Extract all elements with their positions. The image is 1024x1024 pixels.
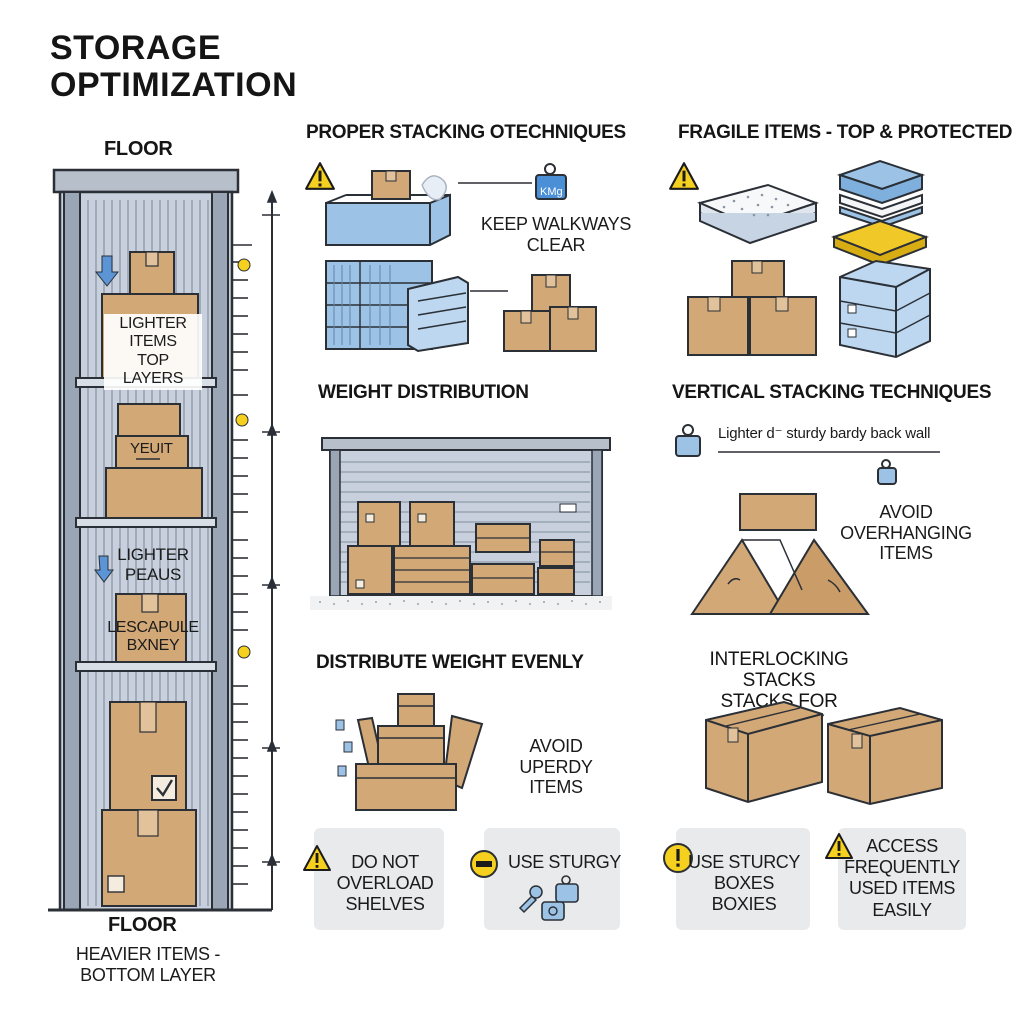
interlocking-boxes-illustration xyxy=(705,700,943,806)
storage-rack xyxy=(48,168,280,912)
section-title-proper-stacking: PROPER STACKING OTECHNIQUES xyxy=(306,122,626,143)
rack-top-label: FLOOR xyxy=(104,138,173,160)
section-title-vertical-stacking: VERTICAL STACKING TECHNIQUES xyxy=(672,382,992,403)
rack-box-label-mid: YEUIT xyxy=(130,440,173,457)
rack-bottom-label: FLOOR xyxy=(108,914,177,936)
proper-stacking-illustration xyxy=(305,162,597,353)
section-title-fragile: FRAGILE ITEMS - TOP & PROTECTED xyxy=(678,122,1013,143)
weight-tag-label: KMg xyxy=(540,186,563,198)
tip-text-overload: DO NOT OVERLOAD SHELVES xyxy=(336,852,434,915)
page-title: STORAGE OPTIMIZATION xyxy=(50,30,297,103)
vertical-stacking-illustration xyxy=(675,424,940,615)
storage-unit-illustration xyxy=(310,437,612,610)
sturdy-tools-illustration xyxy=(470,850,579,921)
distribute-weight-illustration xyxy=(335,693,484,811)
warning-icon xyxy=(305,162,335,190)
tip-text-access: ACCESS FREQUENTLY USED ITEMS EASILY xyxy=(844,836,960,920)
section-title-weight-distribution: WEIGHT DISTRIBUTION xyxy=(318,382,529,403)
vertical-stacking-note: Lighter d⁻ sturdy bardy back wall xyxy=(718,425,931,442)
fragile-illustration xyxy=(669,159,931,359)
tip-card-access xyxy=(838,828,966,930)
tip-card-boxes xyxy=(676,828,810,930)
alert-circle-icon xyxy=(663,843,693,873)
rack-box-label-top: LIGHTER ITEMS TOP LAYERS xyxy=(104,314,202,390)
title-line-1: STORAGE xyxy=(50,29,222,67)
tip-text-sturdy: USE STURGY xyxy=(508,852,622,872)
section-title-distribute-weight: DISTRIBUTE WEIGHT EVENLY xyxy=(316,652,584,673)
rack-box-label-lower: LESCAPULE BXNEY xyxy=(107,619,199,655)
title-line-2: OPTIMIZATION xyxy=(50,65,298,104)
avoid-overhanging-note: AVOID OVERHANGING ITEMS xyxy=(840,502,972,564)
tip-text-boxes: USE STURCY BOXES BOXIES xyxy=(687,852,801,915)
rack-bottom-caption: HEAVIER ITEMS - BOTTOM LAYER xyxy=(75,944,221,985)
warning-icon xyxy=(303,845,331,871)
warning-icon xyxy=(669,162,699,190)
avoid-uperdy-note: AVOID UPERDY ITEMS xyxy=(519,736,593,798)
keep-walkways-note: KEEP WALKWAYS CLEAR xyxy=(480,214,632,255)
rack-box-label-lighter: LIGHTER PEAUS xyxy=(117,545,189,584)
tip-card-overload xyxy=(314,828,444,930)
